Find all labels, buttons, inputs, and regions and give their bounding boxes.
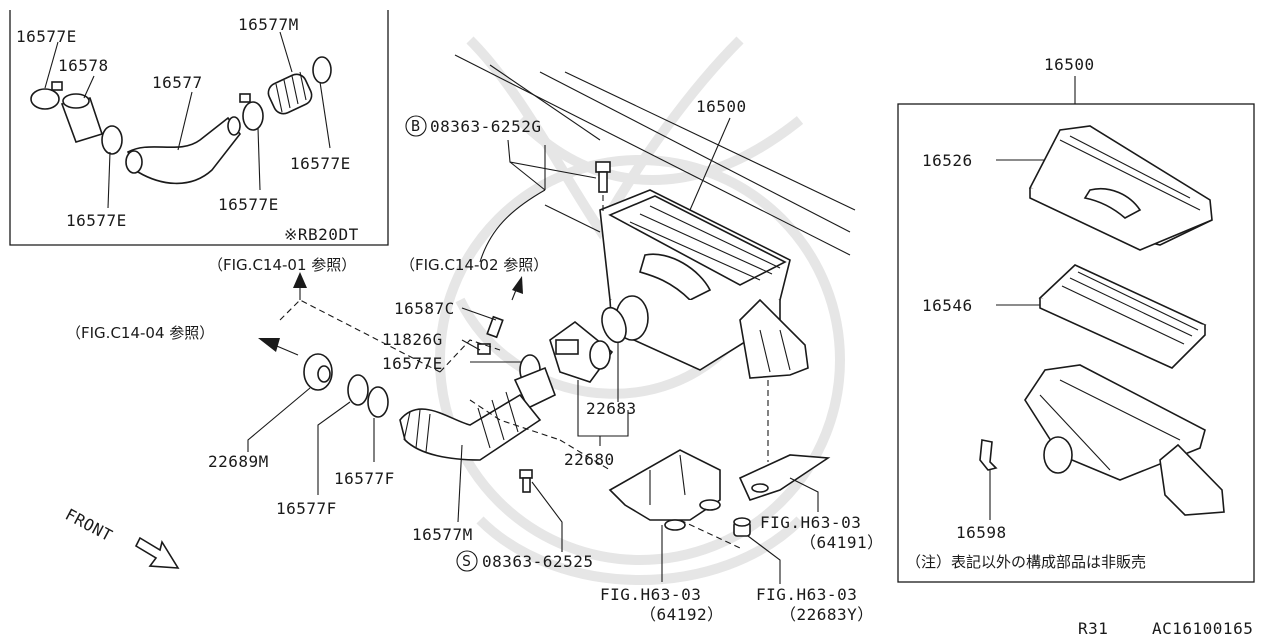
- fig-ref-h63-22683Y: FIG.H63-03: [756, 585, 857, 604]
- clip-16598-icon: [979, 439, 998, 471]
- hose-clamp-icon: [347, 374, 369, 406]
- label-16577E-right: 16577E: [290, 154, 351, 173]
- label-bolt-B-part: 08363-6252G: [430, 117, 541, 136]
- label-16578: 16578: [58, 56, 109, 75]
- fig-ref-h63-22683Y-num: （22683Y）: [780, 605, 874, 624]
- label-16526: 16526: [922, 151, 973, 170]
- coupling-16578-icon: [60, 93, 104, 143]
- footer-model: R31: [1078, 619, 1108, 638]
- hose-clamp-icon: [312, 56, 332, 84]
- label-16577: 16577: [152, 73, 203, 92]
- label-16577M-main: 16577M: [412, 525, 473, 544]
- air-filter-element-icon: [1038, 264, 1207, 369]
- marker-S: S: [462, 552, 471, 570]
- label-16577E-main: 16577E: [382, 354, 443, 373]
- front-direction-arrow: [134, 536, 180, 569]
- air-cleaner-assembly-icon: [599, 189, 809, 379]
- marker-B: B: [411, 117, 420, 135]
- fig-ref-h63-64192: FIG.H63-03: [600, 585, 701, 604]
- airflow-meter-icon: [549, 320, 614, 383]
- bracket-64191-icon: [738, 454, 831, 501]
- exploded-box-16500: 16500 16526 16546 16598 （注）表記以外の構成部品は非販売: [897, 55, 1255, 583]
- bracket-64192-icon: [608, 449, 721, 531]
- hose-clamp-icon: [101, 125, 123, 155]
- ref-fig-c14-04: （FIG.C14-04 参照）: [66, 324, 214, 342]
- label-16598: 16598: [956, 523, 1007, 542]
- marker-S-circle: [456, 550, 478, 572]
- hose-clamp-icon: [367, 386, 389, 418]
- bolt-B-icon: [595, 161, 611, 193]
- label-16577F-b: 16577F: [276, 499, 337, 518]
- bolt-S-icon: [519, 469, 533, 493]
- label-11826G: 11826G: [382, 330, 443, 349]
- label-front: FRONT: [62, 505, 116, 546]
- engine-note: ※RB20DT: [284, 225, 359, 244]
- bellows-hose-icon: [267, 71, 313, 115]
- label-bolt-S-part: 08363-62525: [482, 552, 593, 571]
- o-ring-icon: [601, 306, 627, 344]
- box-note: （注）表記以外の構成部品は非販売: [906, 553, 1146, 571]
- label-22689M: 22689M: [208, 452, 269, 471]
- label-16577F-a: 16577F: [334, 469, 395, 488]
- label-16577E-mid: 16577E: [218, 195, 279, 214]
- resonator-icon: [303, 353, 333, 391]
- hose-clamp-icon: [242, 101, 264, 131]
- fig-ref-h63-64192-num: （64192）: [640, 605, 724, 624]
- label-16577M-inset: 16577M: [238, 15, 299, 34]
- hose-clamp-icon: [30, 88, 60, 110]
- fig-ref-h63-64191-num: （64191）: [800, 533, 884, 552]
- inset-rb20dt: 16577E 16578 16577 16577M 16577E 16577E …: [9, 10, 389, 246]
- label-16546: 16546: [922, 296, 973, 315]
- label-16577E-left: 16577E: [66, 211, 127, 230]
- ref-fig-c14-01: （FIG.C14-01 参照）: [208, 256, 356, 274]
- label-16500-main: 16500: [696, 97, 747, 116]
- air-cleaner-cover-icon: [1028, 125, 1213, 251]
- watermark-emblem: [435, 36, 845, 585]
- marker-B-circle: [405, 115, 427, 137]
- ref-fig-c14-02: （FIG.C14-02 参照）: [400, 256, 548, 274]
- label-16577E-top: 16577E: [16, 27, 77, 46]
- hose-16577-icon: [125, 116, 242, 185]
- air-cleaner-lower-case-icon: [1024, 364, 1225, 516]
- mount-22683Y-icon: [733, 517, 751, 537]
- fig-ref-h63-64191: FIG.H63-03: [760, 513, 861, 532]
- main-bellows-hose-icon: [399, 391, 542, 461]
- main-assembly: [134, 54, 856, 584]
- footer-code: AC16100165: [1152, 619, 1253, 638]
- label-16500-box: 16500: [1044, 55, 1095, 74]
- label-22683: 22683: [586, 399, 637, 418]
- label-22680: 22680: [564, 450, 615, 469]
- label-16587C: 16587C: [394, 299, 455, 318]
